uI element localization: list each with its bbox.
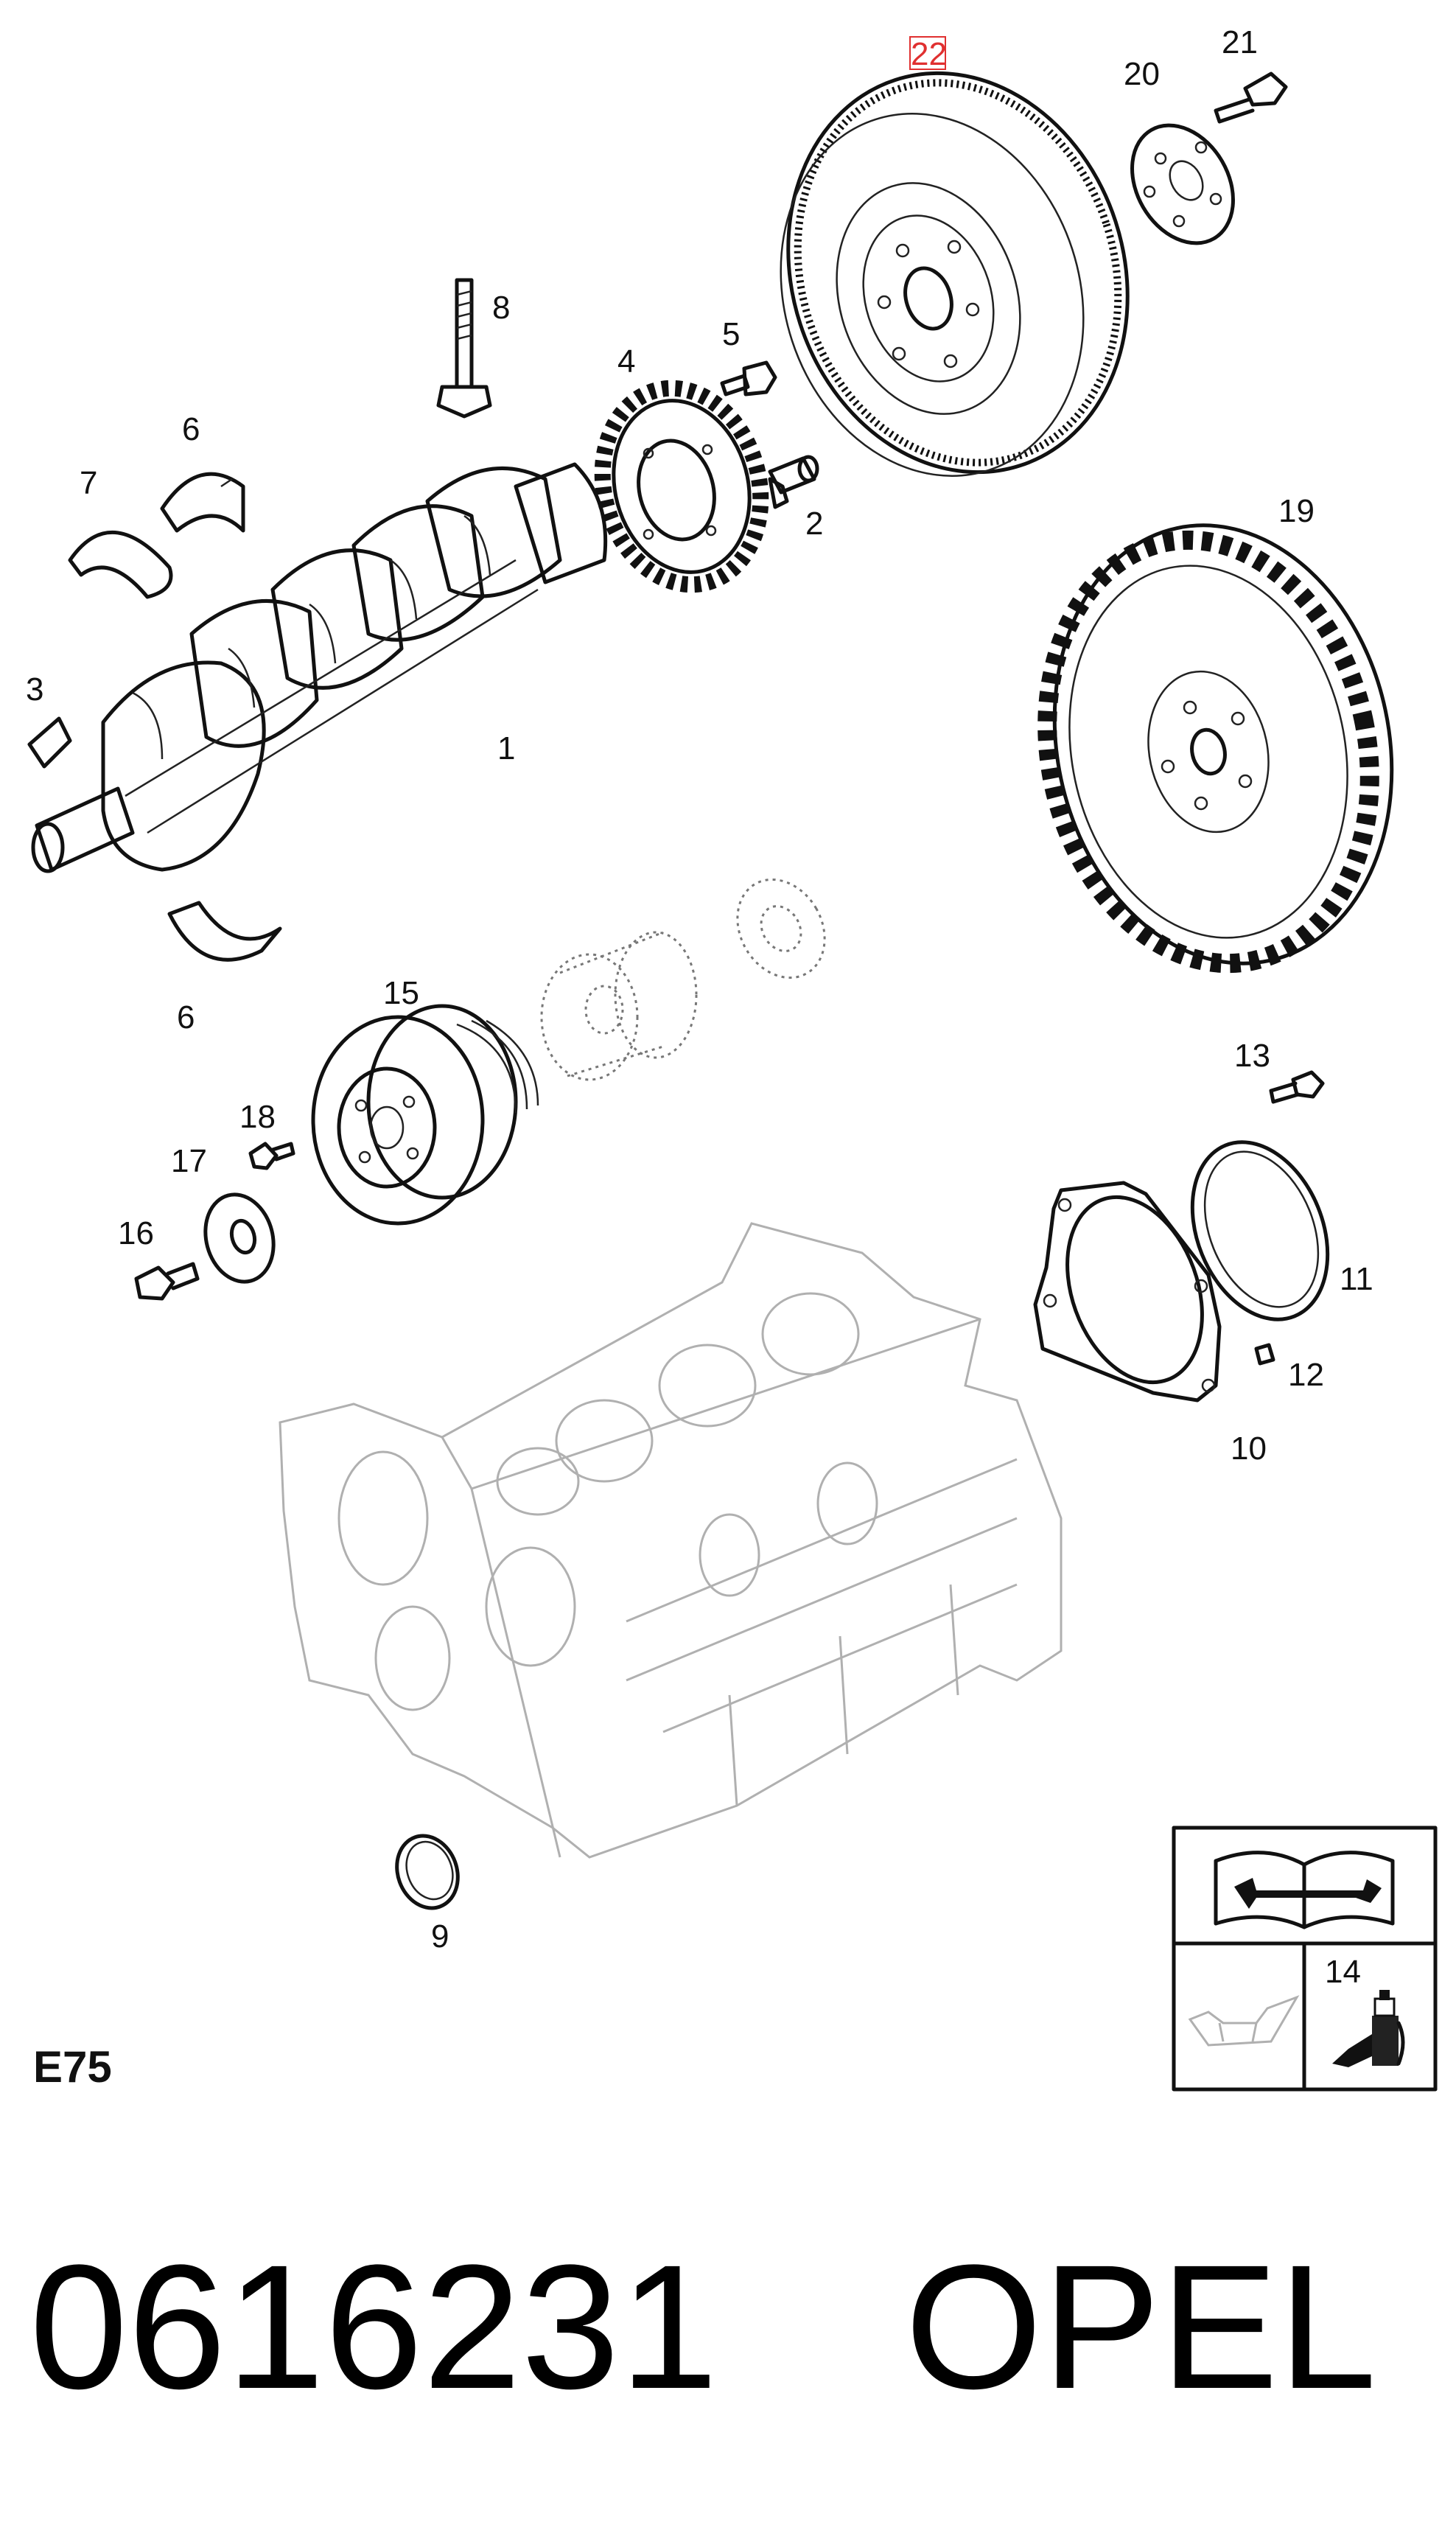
flywheel-plate-part[interactable] [1112, 107, 1253, 261]
crankshaft-part[interactable] [31, 462, 608, 873]
flywheel-bolt-part[interactable] [1214, 71, 1288, 124]
oil-pump-gear-outline [540, 931, 698, 1081]
callout-14[interactable]: 14 [1325, 1954, 1361, 1990]
crankshaft-gear-part[interactable] [581, 370, 783, 602]
callout-5[interactable]: 5 [722, 316, 740, 352]
dowel-pin-part[interactable] [768, 455, 819, 509]
upper-bearing-shell-part[interactable] [160, 472, 245, 533]
legend-box [1172, 1826, 1438, 2092]
callout-9[interactable]: 9 [431, 1918, 449, 1955]
sealant-tube-icon [1332, 1990, 1405, 2067]
flywheel-part[interactable] [1009, 494, 1431, 995]
callout-19[interactable]: 19 [1278, 493, 1315, 529]
callout-3[interactable]: 3 [26, 671, 43, 708]
callout-16[interactable]: 16 [118, 1215, 154, 1251]
small-seal-ring-part[interactable] [387, 1827, 467, 1916]
callout-2[interactable]: 2 [805, 506, 823, 542]
callout-7[interactable]: 7 [80, 465, 97, 501]
callout-1[interactable]: 1 [497, 730, 515, 766]
pulley-center-bolt-part[interactable] [134, 1262, 200, 1301]
diagram-code: E75 [33, 2042, 112, 2092]
rear-seal-housing-part[interactable] [1033, 1178, 1226, 1403]
dual-mass-flywheel-part[interactable] [735, 29, 1178, 517]
callout-11[interactable]: 11 [1340, 1261, 1373, 1297]
oil-can-icon [1188, 1995, 1300, 2047]
washer-part[interactable] [196, 1187, 283, 1289]
engine-block-outline [279, 1222, 1063, 1859]
callout-17[interactable]: 17 [171, 1143, 207, 1179]
callout-15[interactable]: 15 [383, 975, 419, 1011]
thrust-washer-part[interactable] [68, 531, 173, 599]
housing-bolt-part[interactable] [1269, 1070, 1325, 1104]
pulley-bolt-part[interactable] [248, 1142, 295, 1170]
callout-10[interactable]: 10 [1231, 1431, 1267, 1467]
callout-6-lower[interactable]: 6 [177, 999, 195, 1035]
manual-wrench-icon [1214, 1851, 1395, 1929]
callout-8[interactable]: 8 [492, 290, 510, 326]
seal-ring-outline [736, 878, 826, 979]
callout-6-upper[interactable]: 6 [182, 411, 200, 447]
long-bolt-part[interactable] [436, 278, 492, 419]
callout-20[interactable]: 20 [1124, 56, 1160, 92]
callout-12[interactable]: 12 [1288, 1357, 1324, 1393]
woodruff-key-part[interactable] [27, 716, 72, 769]
callout-4[interactable]: 4 [617, 343, 635, 380]
rear-oil-seal-part[interactable] [1167, 1122, 1352, 1339]
lower-bearing-shell-part[interactable] [167, 901, 282, 962]
brand-name: OPEL [905, 2228, 1376, 2425]
callout-13[interactable]: 13 [1234, 1038, 1270, 1074]
callout-18[interactable]: 18 [239, 1099, 276, 1135]
callout-22[interactable]: 22 [911, 36, 947, 72]
crankshaft-pulley-part[interactable] [311, 1004, 539, 1226]
callout-21[interactable]: 21 [1222, 24, 1258, 60]
callout-labels: 22 21 20 8 5 4 6 7 2 19 3 1 6 15 13 18 1… [26, 24, 1373, 1990]
part-number: 0616231 [29, 2228, 718, 2425]
gear-bolt-part[interactable] [720, 360, 777, 397]
housing-dowel-part[interactable] [1254, 1343, 1275, 1366]
